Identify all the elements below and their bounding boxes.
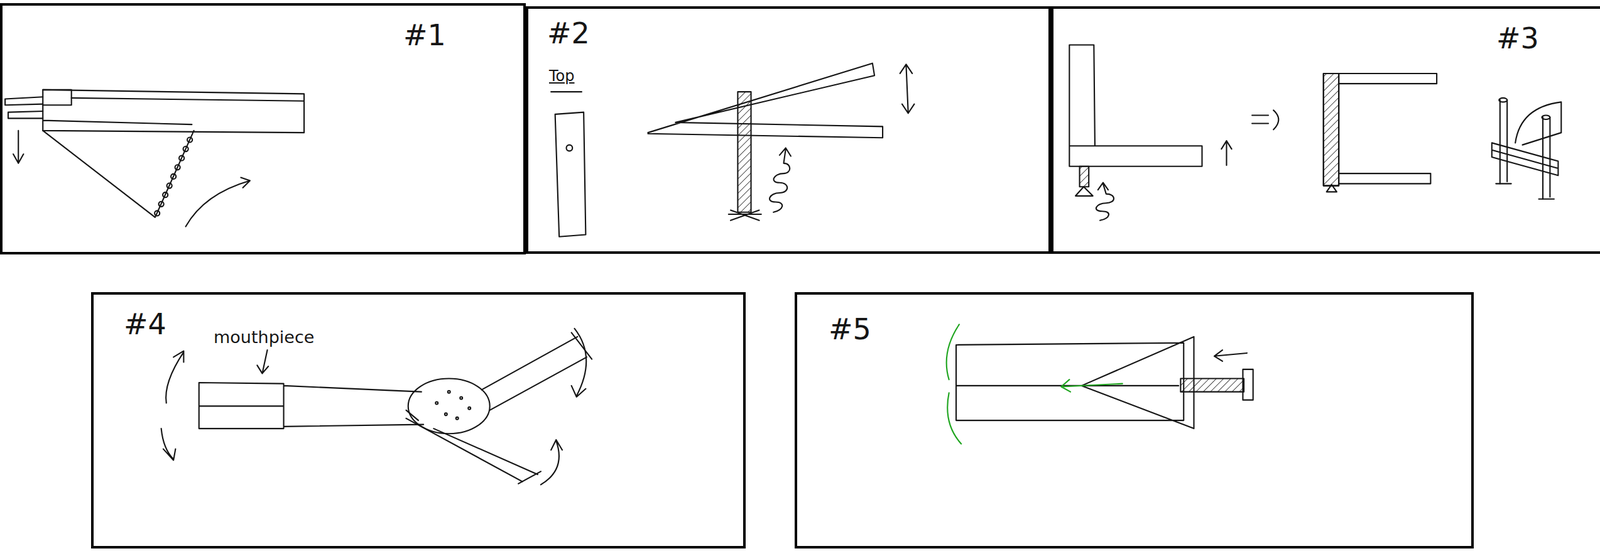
cone-sketch [946, 324, 1254, 444]
launcher-sketch [5, 89, 305, 227]
part-label: mouthpiece [213, 327, 315, 347]
cone-sketch-stroke [1180, 378, 1244, 392]
clamp-sketch-stroke [1096, 182, 1114, 221]
launcher-sketch-stroke [5, 96, 43, 119]
horn-sketch [161, 328, 592, 485]
lever-sketch-stroke [900, 64, 915, 114]
clamp-sketch-stroke [1323, 73, 1339, 186]
horn-sketch-stroke [540, 328, 587, 485]
horn-sketch-stroke [447, 390, 451, 394]
lever-sketch-stroke [555, 112, 587, 237]
horn-sketch-stroke [199, 382, 424, 429]
panel-number: #1 [403, 19, 447, 52]
lever-sketch-stroke [647, 63, 883, 139]
clamp-sketch-stroke [1079, 166, 1090, 187]
lever-sketch-stroke [769, 147, 791, 212]
clamp-sketch-stroke [1491, 142, 1559, 176]
horn-sketch-stroke [459, 396, 463, 399]
launcher-sketch-stroke [170, 174, 176, 180]
horn-sketch-stroke [256, 349, 269, 374]
horn-sketch-stroke [405, 410, 418, 421]
horn-sketch-stroke [481, 332, 592, 410]
clamp-sketch-stroke [1541, 115, 1550, 120]
clamp-sketch-stroke [1251, 109, 1279, 130]
clamp-sketch-stroke [1069, 44, 1202, 166]
launcher-sketch-stroke [13, 130, 24, 164]
clamp-sketch-stroke [1495, 183, 1555, 199]
sketch-panel: #4 [91, 292, 746, 549]
launcher-sketch-stroke [162, 192, 168, 198]
clamp-sketch-stroke [1515, 101, 1562, 145]
launcher-sketch-stroke [42, 89, 71, 105]
launcher-sketch-stroke [183, 146, 189, 152]
clamp-sketch [1069, 44, 1562, 220]
launcher-sketch-stroke [154, 210, 160, 216]
clamp-sketch-stroke [1075, 186, 1094, 196]
cone-sketch-stroke [1242, 369, 1253, 401]
horn-sketch-stroke [468, 407, 471, 410]
panel-number: #2 [547, 17, 590, 50]
launcher-sketch-stroke [185, 177, 251, 227]
clamp-sketch-stroke [1326, 184, 1337, 192]
part-label: Top [549, 67, 575, 85]
launcher-sketch-stroke [42, 130, 194, 218]
lever-sketch-stroke [728, 210, 762, 221]
clamp-sketch-stroke [1498, 97, 1508, 102]
sketch-panel: #3 [1050, 6, 1600, 254]
sketch-panel: #5 [794, 292, 1474, 549]
launcher-sketch-stroke [179, 155, 185, 161]
launcher-sketch-stroke [187, 136, 193, 142]
horn-sketch-stroke [444, 412, 448, 416]
clamp-sketch-stroke [1500, 99, 1551, 200]
sketch-panel: #1 [0, 3, 526, 255]
horn-sketch-stroke [161, 351, 185, 461]
launcher-sketch-stroke [167, 183, 173, 189]
horn-sketch-stroke [405, 418, 541, 484]
clamp-sketch-stroke [1338, 73, 1437, 184]
lever-sketch-stroke [550, 91, 582, 93]
panel-number: #5 [828, 313, 872, 346]
lever-sketch [550, 63, 915, 237]
sketch-art-stroke [5, 44, 1562, 485]
sketch-panel: #2 [525, 6, 1051, 254]
panel-number: #4 [123, 308, 167, 341]
clamp-sketch-stroke [1221, 140, 1232, 166]
clamp-sketch-stroke [1323, 73, 1339, 186]
launcher-sketch-stroke [42, 89, 305, 133]
launcher-sketch-stroke [158, 201, 164, 207]
launcher-sketch-stroke [175, 164, 181, 170]
horn-sketch-stroke [456, 417, 459, 420]
horn-sketch-stroke [435, 402, 438, 405]
cone-sketch-stroke [1214, 349, 1247, 362]
cone-sketch-stroke [956, 336, 1194, 429]
lever-sketch-stroke [566, 145, 573, 152]
lever-sketch-stroke [737, 91, 751, 213]
horn-sketch-stroke [408, 378, 490, 435]
panel-number: #3 [1496, 22, 1540, 55]
cone-sketch-stroke [946, 324, 1123, 444]
